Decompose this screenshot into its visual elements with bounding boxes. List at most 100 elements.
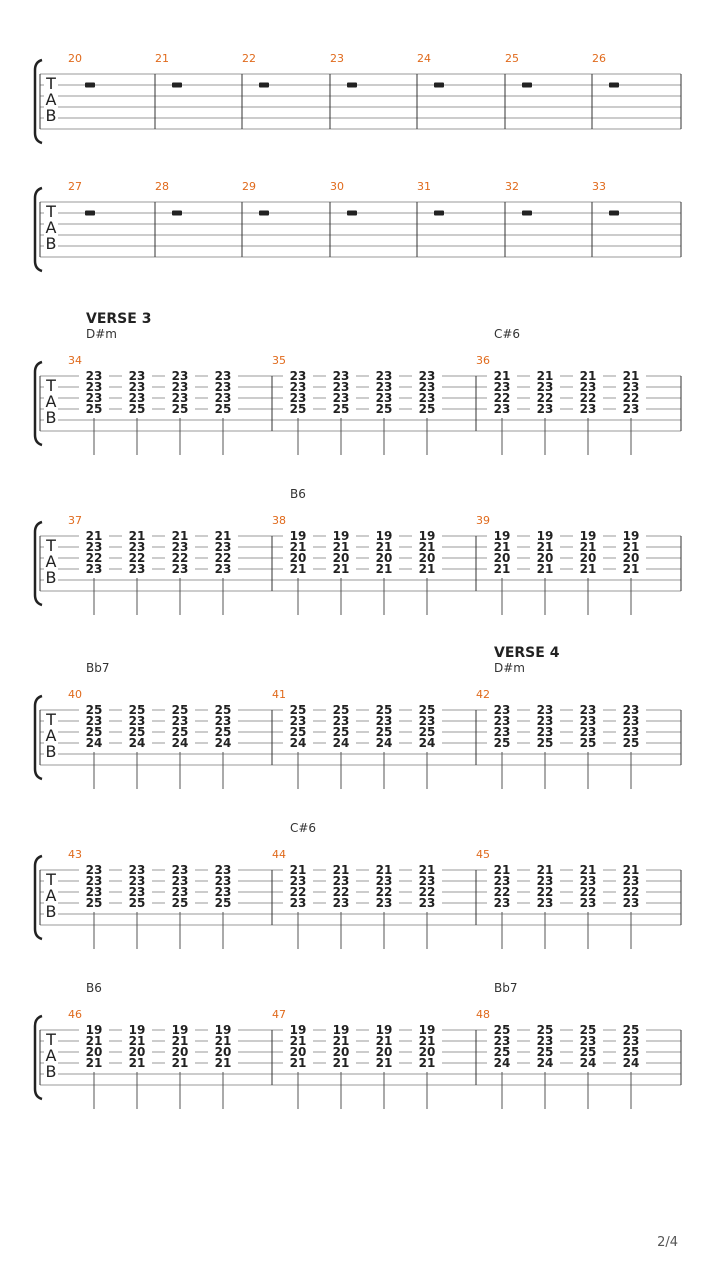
fret-number: 20 (326, 1046, 356, 1058)
fret-number: 22 (616, 886, 646, 898)
fret-number: 23 (165, 715, 195, 727)
fret-number: 21 (530, 864, 560, 876)
fret-number: 23 (573, 875, 603, 887)
fret-number: 21 (283, 541, 313, 553)
fret-number: 23 (79, 563, 109, 575)
rest-mark (434, 210, 444, 216)
rest-mark (522, 82, 532, 88)
tab-clef-letter: A (44, 392, 58, 411)
fret-number: 23 (283, 392, 313, 404)
fret-number: 19 (616, 530, 646, 542)
fret-number: 23 (283, 897, 313, 909)
measure-number: 27 (68, 180, 82, 193)
fret-number: 22 (79, 552, 109, 564)
fret-number: 23 (165, 541, 195, 553)
fret-number: 25 (369, 704, 399, 716)
fret-number: 24 (79, 737, 109, 749)
fret-number: 24 (412, 737, 442, 749)
chord-name: D#m (86, 327, 117, 341)
fret-number: 23 (208, 370, 238, 382)
fret-number: 23 (165, 370, 195, 382)
rest-mark (434, 82, 444, 88)
fret-number: 20 (122, 1046, 152, 1058)
fret-number: 21 (616, 864, 646, 876)
fret-number: 21 (326, 541, 356, 553)
fret-number: 23 (369, 392, 399, 404)
fret-number: 21 (369, 864, 399, 876)
fret-number: 23 (208, 864, 238, 876)
fret-number: 19 (122, 1024, 152, 1036)
system-bracket (33, 1014, 43, 1101)
fret-number: 23 (369, 897, 399, 909)
fret-number: 22 (573, 886, 603, 898)
chord-name: Bb7 (494, 981, 518, 995)
fret-number: 21 (573, 563, 603, 575)
tab-clef-letter: T (44, 378, 58, 394)
fret-number: 21 (165, 1035, 195, 1047)
fret-number: 23 (122, 563, 152, 575)
fret-number: 21 (412, 541, 442, 553)
fret-number: 21 (122, 1057, 152, 1069)
measure-number: 33 (592, 180, 606, 193)
fret-number: 21 (573, 370, 603, 382)
measure-number: 34 (68, 354, 82, 367)
fret-number: 21 (79, 530, 109, 542)
fret-number: 23 (412, 897, 442, 909)
fret-number: 25 (122, 704, 152, 716)
fret-number: 19 (79, 1024, 109, 1036)
tab-clef-letter: A (44, 90, 58, 109)
fret-number: 24 (530, 1057, 560, 1069)
fret-number: 23 (79, 370, 109, 382)
fret-number: 20 (573, 552, 603, 564)
fret-number: 23 (122, 715, 152, 727)
system-bracket (33, 360, 43, 447)
chord-name: Bb7 (86, 661, 110, 675)
fret-number: 21 (122, 1035, 152, 1047)
measure-number: 26 (592, 52, 606, 65)
tab-clef-letter: B (44, 568, 58, 587)
tab-clef-letter: A (44, 886, 58, 905)
fret-number: 23 (412, 875, 442, 887)
measure-number: 41 (272, 688, 286, 701)
fret-number: 23 (208, 875, 238, 887)
fret-number: 23 (573, 897, 603, 909)
fret-number: 23 (573, 1035, 603, 1047)
fret-number: 23 (122, 392, 152, 404)
fret-number: 23 (165, 381, 195, 393)
fret-number: 23 (79, 715, 109, 727)
fret-number: 23 (412, 370, 442, 382)
fret-number: 25 (573, 1024, 603, 1036)
fret-number: 23 (530, 726, 560, 738)
fret-number: 21 (208, 1057, 238, 1069)
fret-number: 23 (487, 897, 517, 909)
fret-number: 21 (616, 563, 646, 575)
fret-number: 25 (487, 1046, 517, 1058)
fret-number: 22 (208, 552, 238, 564)
fret-number: 25 (369, 726, 399, 738)
tab-clef-letter: A (44, 1046, 58, 1065)
fret-number: 22 (530, 886, 560, 898)
fret-number: 25 (165, 704, 195, 716)
fret-number: 23 (165, 392, 195, 404)
fret-number: 22 (530, 392, 560, 404)
tab-clef-letter: A (44, 218, 58, 237)
fret-number: 20 (165, 1046, 195, 1058)
fret-number: 21 (283, 1035, 313, 1047)
fret-number: 25 (530, 1024, 560, 1036)
fret-number: 22 (165, 552, 195, 564)
fret-number: 23 (616, 897, 646, 909)
fret-number: 21 (412, 563, 442, 575)
fret-number: 25 (326, 726, 356, 738)
system-bracket (33, 520, 43, 607)
fret-number: 23 (530, 1035, 560, 1047)
fret-number: 19 (283, 530, 313, 542)
fret-number: 20 (369, 1046, 399, 1058)
tab-clef-letter: T (44, 872, 58, 888)
fret-number: 21 (412, 1035, 442, 1047)
fret-number: 25 (79, 726, 109, 738)
fret-number: 25 (412, 403, 442, 415)
fret-number: 23 (530, 704, 560, 716)
fret-number: 23 (122, 864, 152, 876)
system-bracket (33, 58, 43, 145)
